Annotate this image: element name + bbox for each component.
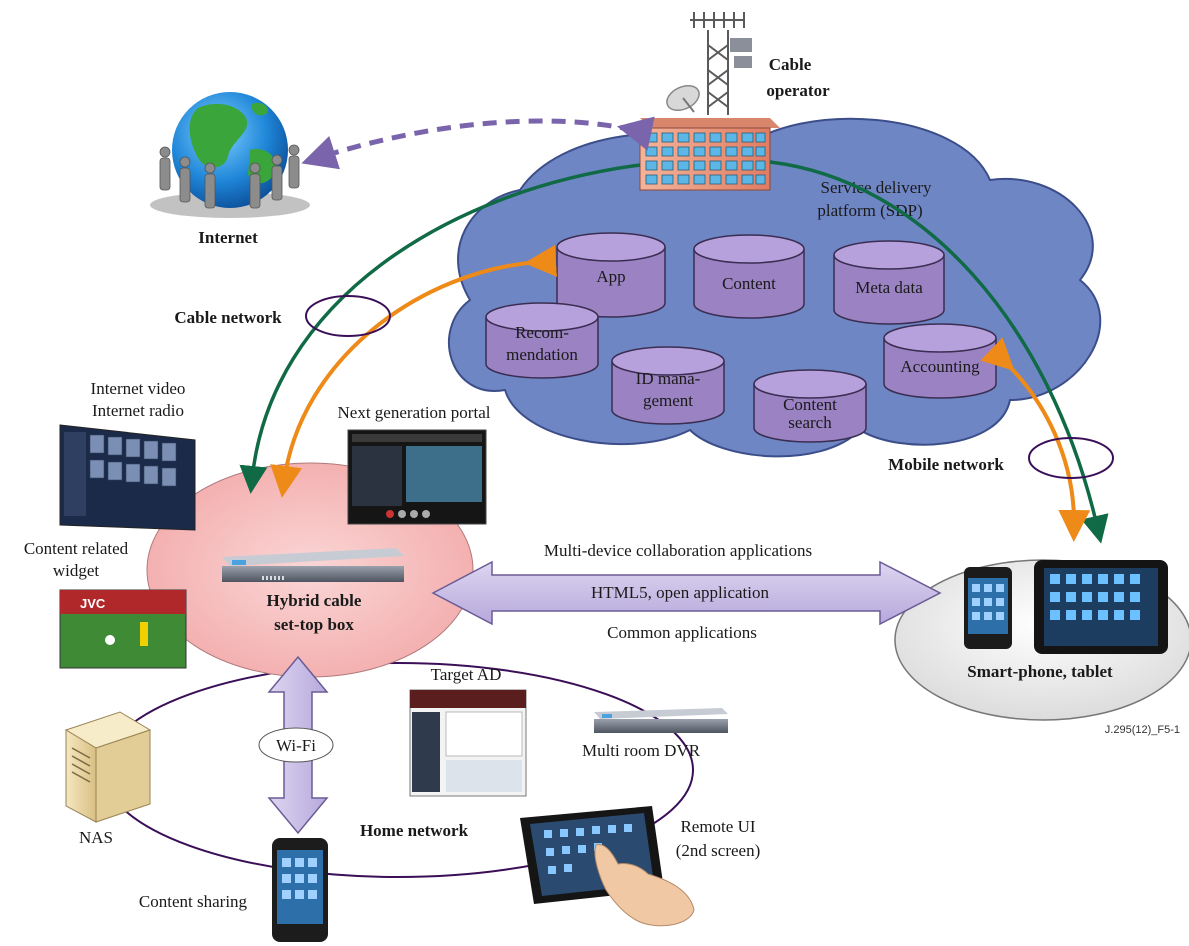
tablet-icon — [1034, 560, 1168, 654]
database-content-search-label-1: Content — [783, 395, 837, 414]
internet-globe-icon — [150, 92, 310, 218]
nas-server-icon — [64, 711, 152, 823]
database-accounting-label: Accounting — [900, 357, 980, 376]
cable-network-ring — [305, 295, 391, 337]
database-metadata-label: Meta data — [855, 278, 923, 297]
hand-pointer-icon — [594, 843, 695, 927]
remote-ui-label-1: Remote UI — [680, 817, 755, 836]
wifi-bubble — [258, 727, 334, 763]
collab-middle-label: HTML5, open application — [591, 583, 769, 602]
smart-devices-label: Smart-phone, tablet — [967, 662, 1113, 681]
sdp-label-2: platform (SDP) — [817, 201, 922, 220]
database-id-management-label-2: gement — [643, 391, 693, 410]
wifi-label: Wi-Fi — [276, 736, 316, 755]
cable-operator-label-2: operator — [766, 81, 830, 100]
internet-operator-link — [301, 116, 655, 170]
multiroom-dvr-label: Multi room DVR — [582, 741, 701, 760]
database-content-search: Content search — [753, 369, 867, 443]
database-metadata: Meta data — [833, 240, 945, 325]
internet-video-thumbnail — [59, 424, 196, 531]
database-app: App — [556, 232, 666, 318]
sdp-label-1: Service delivery — [821, 178, 932, 197]
next-generation-portal-thumbnail — [347, 429, 487, 525]
mobile-network-label: Mobile network — [888, 455, 1004, 474]
cable-operator-label-1: Cable — [769, 55, 812, 74]
collaboration-arrow — [431, 560, 942, 626]
smartphone-icon — [964, 567, 1012, 649]
content-widget-thumbnail: JVC — [59, 589, 187, 669]
set-top-box-icon — [222, 548, 404, 582]
stb-label-2: set-top box — [274, 615, 354, 634]
target-ad-label: Target AD — [431, 665, 502, 684]
nas-label: NAS — [79, 828, 113, 847]
database-content-search-label-2: search — [788, 413, 832, 432]
cable-network-label: Cable network — [174, 308, 282, 327]
home-network-label: Home network — [360, 821, 469, 840]
database-id-management: ID mana- gement — [611, 346, 725, 425]
database-recommendation: Recom- mendation — [485, 302, 599, 379]
content-widget-label-2: widget — [53, 561, 100, 580]
database-app-label: App — [596, 267, 625, 286]
next-gen-portal-label: Next generation portal — [338, 403, 491, 422]
database-recommendation-label-1: Recom- — [515, 323, 569, 342]
collab-top-label: Multi-device collaboration applications — [544, 541, 812, 560]
content-sharing-phone-icon — [272, 838, 328, 942]
database-recommendation-label-2: mendation — [506, 345, 578, 364]
remote-ui-label-2: (2nd screen) — [676, 841, 761, 860]
multiroom-dvr-icon — [594, 708, 728, 733]
orange-arrow-accounting-devices — [980, 337, 1091, 542]
mobile-network-ring — [1028, 437, 1114, 479]
target-ad-thumbnail — [409, 689, 527, 797]
figure-id: J.295(12)_F5-1 — [1105, 724, 1180, 736]
stb-label-1: Hybrid cable — [267, 591, 362, 610]
internet-label: Internet — [198, 228, 258, 247]
database-content: Content — [693, 234, 805, 319]
cable-operator-building-icon — [639, 12, 780, 191]
collab-bottom-label: Common applications — [607, 623, 757, 642]
internet-video-label-2: Internet radio — [92, 401, 184, 420]
database-id-management-label-1: ID mana- — [636, 369, 701, 388]
content-sharing-label: Content sharing — [139, 892, 248, 911]
content-widget-label-1: Content related — [24, 539, 129, 558]
database-accounting: Accounting — [883, 323, 997, 399]
orange-arrow-app-stb — [270, 244, 558, 498]
database-content-label: Content — [722, 274, 776, 293]
svg-text:JVC: JVC — [80, 596, 106, 611]
internet-video-label-1: Internet video — [91, 379, 186, 398]
